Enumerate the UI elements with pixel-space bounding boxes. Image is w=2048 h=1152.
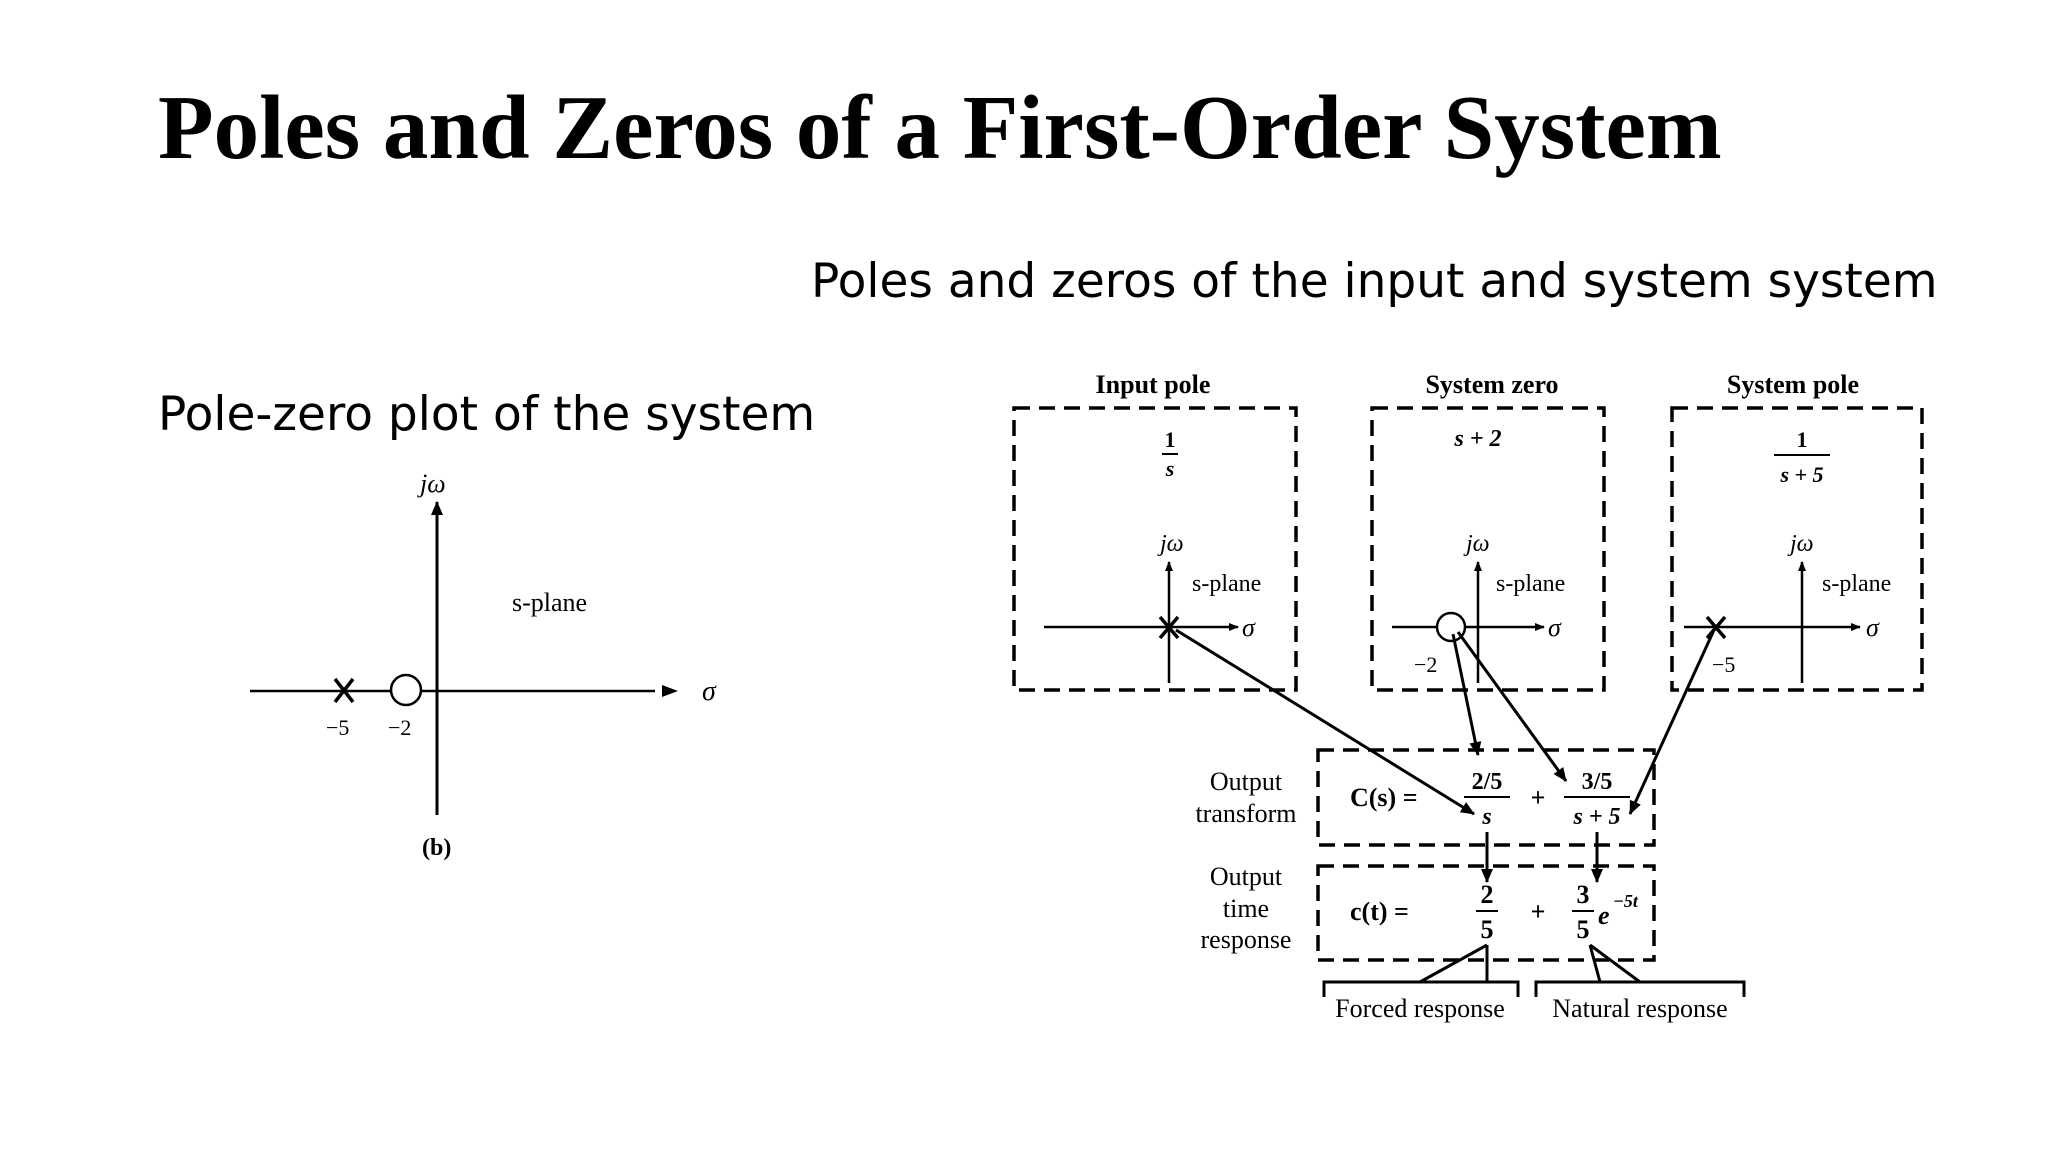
system-zero-jw-label: jω	[1463, 531, 1490, 557]
output-transform-label-2: transform	[1195, 799, 1296, 828]
system-pole-panel: System pole 1 s + 5 σ jω s-plane −5	[1670, 370, 1924, 692]
arrow-input-pole-to-term1	[1175, 628, 1475, 816]
system-pole-box	[1670, 406, 1924, 692]
forced-response-label: Forced response	[1335, 994, 1505, 1023]
input-pole-tf-num: 1	[1165, 427, 1176, 452]
system-zero-plane-label: s-plane	[1496, 571, 1565, 597]
system-zero-panel: System zero s + 2 σ jω s-plane −2	[1370, 370, 1606, 692]
mapping-arrows	[1175, 628, 1716, 883]
forced-connector-left	[1419, 943, 1488, 984]
output-transform-plus: +	[1531, 783, 1546, 812]
system-zero-tick-label: −2	[1414, 652, 1437, 677]
output-transform-term1-num: 2/5	[1472, 769, 1503, 795]
system-pole-tf-num: 1	[1797, 427, 1808, 452]
system-zero-tf: s + 2	[1453, 426, 1501, 452]
output-time-label-1: Output	[1210, 862, 1283, 891]
system-pole-tick-label: −5	[1712, 652, 1735, 677]
pole-zero-plot: σ jω s-plane −5 −2 (b)	[250, 469, 717, 861]
output-time-term1-den: 5	[1481, 915, 1494, 944]
output-time-box	[1316, 864, 1656, 962]
system-pole-plane-label: s-plane	[1822, 571, 1891, 597]
input-pole-box	[1012, 406, 1298, 692]
pole-marker-icon	[333, 677, 355, 704]
output-time-plus: +	[1531, 897, 1546, 926]
input-pole-title: Input pole	[1096, 370, 1211, 399]
left-heading: Pole-zero plot of the system	[158, 387, 816, 442]
natural-response-label: Natural response	[1552, 994, 1727, 1023]
system-pole-sigma-label: σ	[1866, 613, 1880, 642]
system-zero-title: System zero	[1425, 370, 1558, 399]
output-time-term2-num: 3	[1577, 880, 1590, 909]
output-transform-term1-den: s	[1481, 804, 1491, 830]
slide-title: Poles and Zeros of a First-Order System	[158, 77, 1722, 178]
pole-tick-label: −5	[326, 715, 349, 740]
response-brackets	[1322, 943, 1746, 997]
input-pole-tf-den: s	[1165, 456, 1175, 481]
jw-label: jω	[417, 469, 446, 498]
input-pole-plane-label: s-plane	[1192, 571, 1261, 597]
output-transform-label-1: Output	[1210, 767, 1283, 796]
zero-tick-label: −2	[388, 715, 411, 740]
output-time-term1-num: 2	[1481, 880, 1494, 909]
input-pole-panel: Input pole 1 s σ jω s-plane	[1012, 370, 1298, 692]
arrow-system-pole-to-term2	[1628, 629, 1716, 815]
natural-connector-left	[1588, 944, 1602, 983]
input-pole-sigma-label: σ	[1242, 613, 1256, 642]
pole-zero-diagram: Input pole 1 s σ jω s-plane System zero …	[1012, 370, 1924, 1023]
output-transform-term2-num: 3/5	[1582, 769, 1613, 795]
system-zero-box	[1370, 406, 1606, 692]
output-transform-row: Output transform C(s) = 2/5 s + 3/5 s + …	[1195, 748, 1656, 847]
system-pole-title: System pole	[1727, 370, 1859, 399]
output-time-row: Output time response c(t) = 2 5 + 3 5 e …	[1201, 862, 1656, 962]
output-time-term2-den: 5	[1577, 915, 1590, 944]
s-plane-label: s-plane	[512, 588, 587, 617]
output-time-exp-power: −5t	[1613, 891, 1639, 911]
right-heading: Poles and zeros of the input and system …	[811, 254, 1938, 309]
arrow-system-zero-to-term2	[1456, 631, 1568, 782]
system-pole-marker-icon	[1705, 615, 1727, 640]
arrow-system-zero-to-term1	[1451, 633, 1482, 756]
output-time-label-2: time	[1223, 894, 1269, 923]
output-transform-lhs: C(s) =	[1350, 783, 1418, 812]
system-pole-jw-label: jω	[1787, 531, 1814, 557]
output-time-label-3: response	[1201, 925, 1292, 954]
sigma-label: σ	[702, 676, 717, 707]
output-transform-term2-den: s + 5	[1572, 804, 1620, 830]
input-pole-marker-icon	[1158, 615, 1180, 640]
zero-marker-icon	[389, 673, 423, 707]
input-pole-jw-label: jω	[1157, 531, 1184, 557]
output-transform-box	[1316, 748, 1656, 847]
system-zero-sigma-label: σ	[1548, 613, 1562, 642]
output-time-exp-base: e	[1598, 901, 1610, 930]
system-pole-tf-den: s + 5	[1779, 462, 1823, 487]
sigma-arrowhead	[662, 685, 678, 697]
output-time-lhs: c(t) =	[1350, 897, 1409, 926]
figure-caption: (b)	[422, 835, 451, 861]
natural-connector-right	[1589, 943, 1641, 984]
